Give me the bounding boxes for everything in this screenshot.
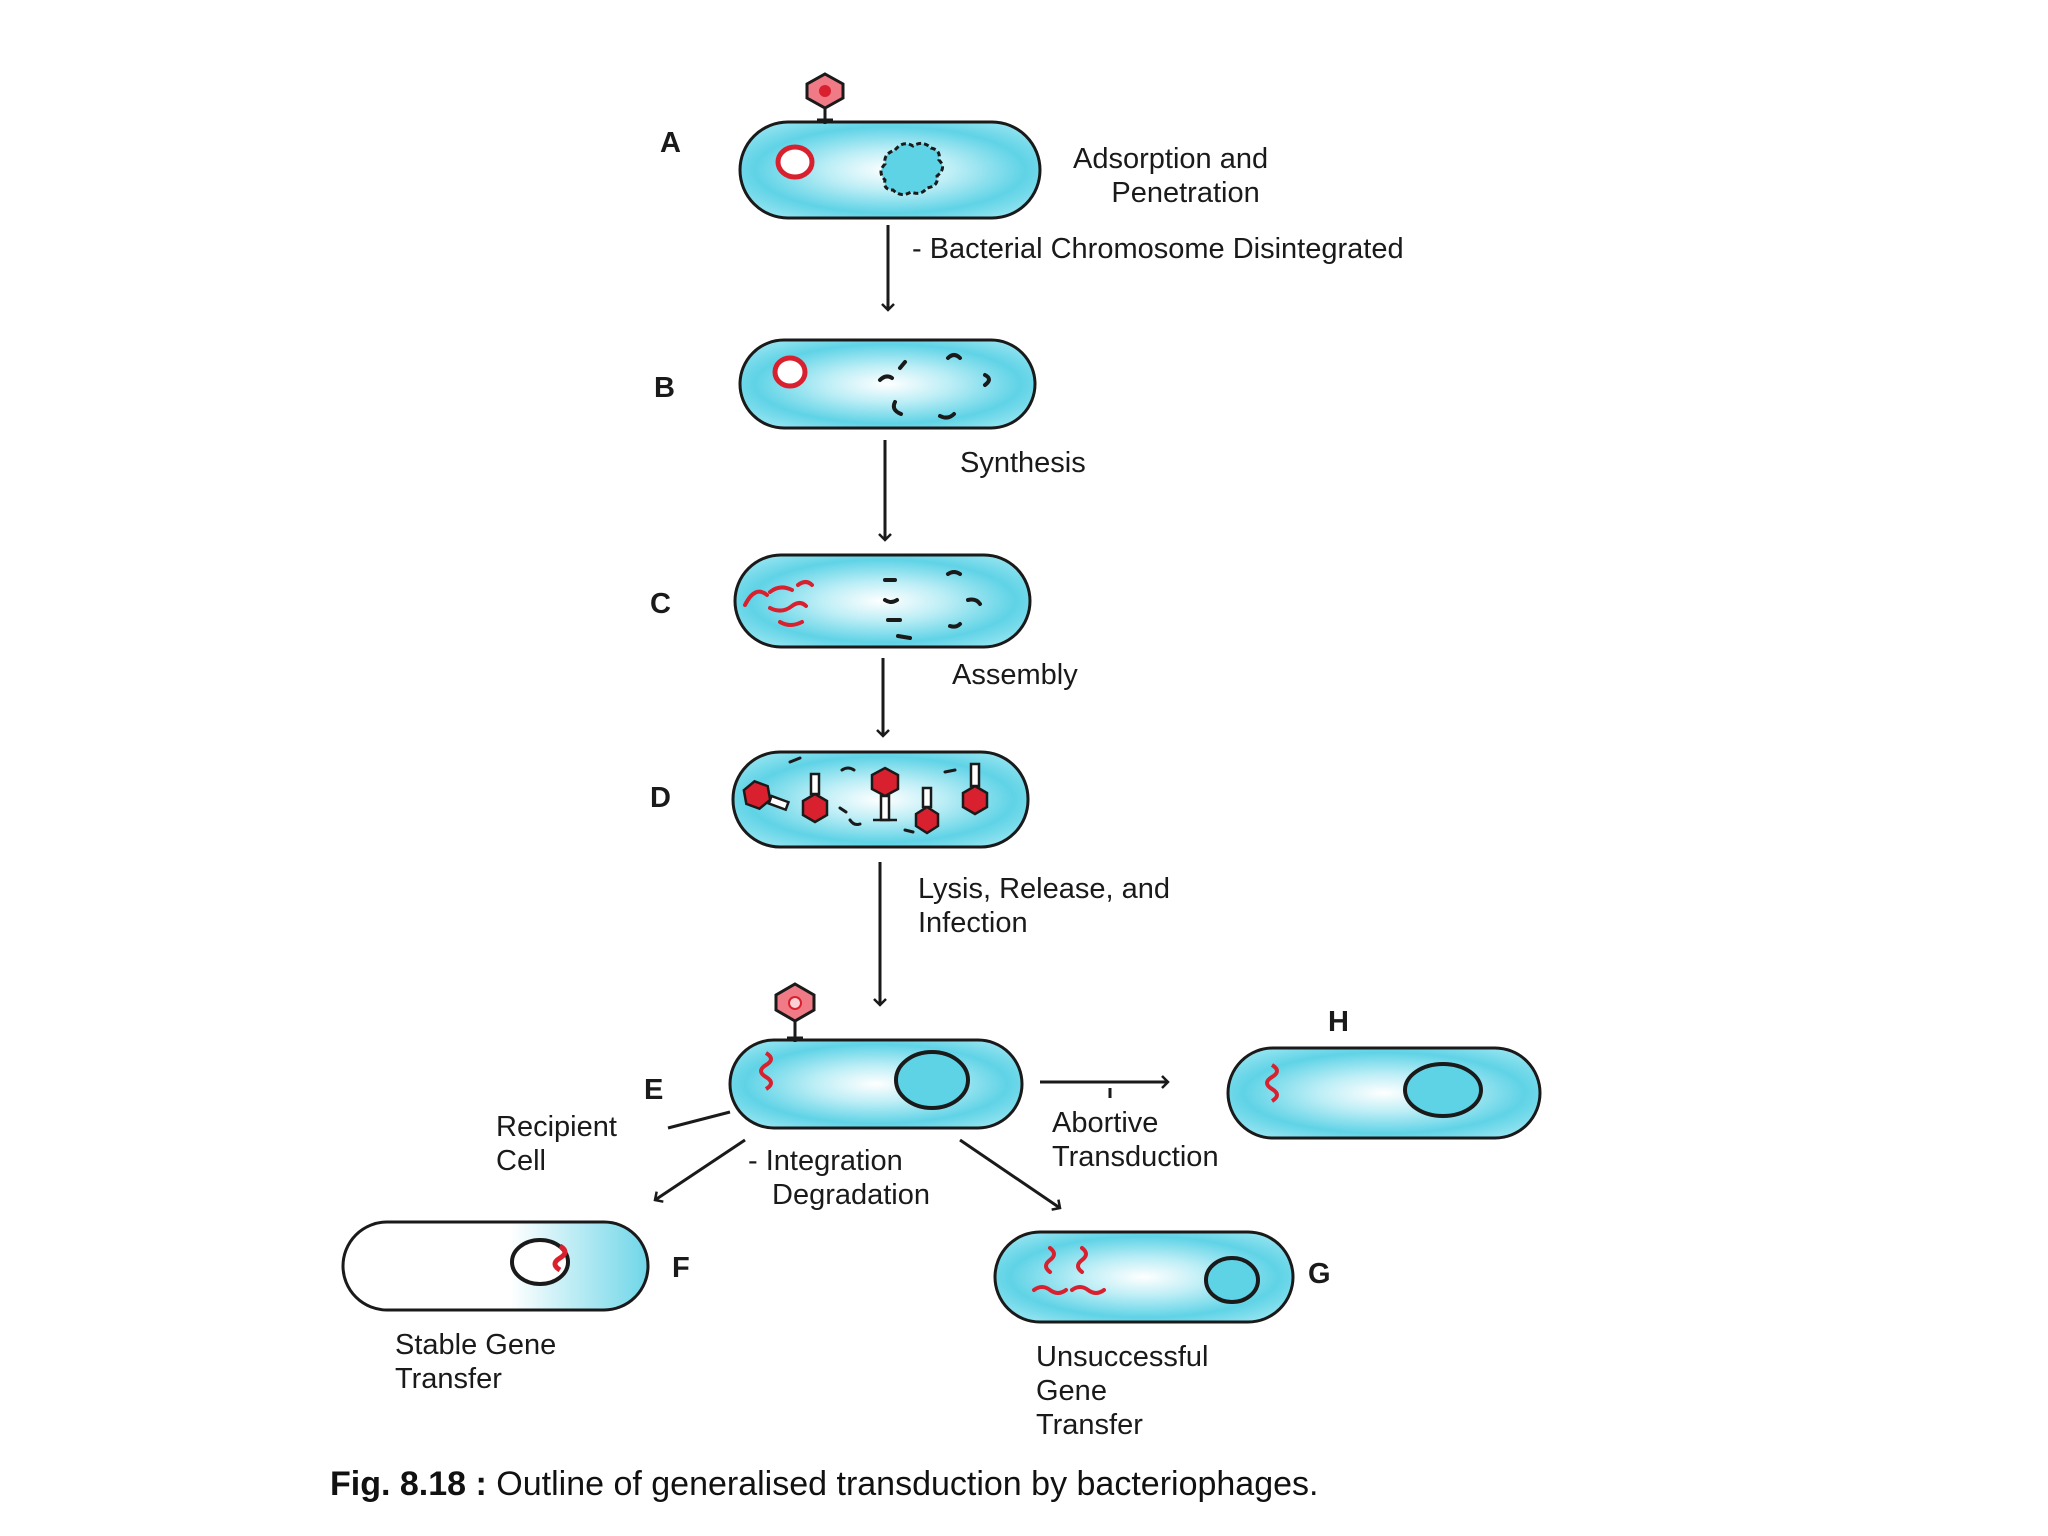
cell-f — [341, 1220, 650, 1312]
cell-e — [728, 1038, 1024, 1130]
cell-h — [1226, 1046, 1542, 1140]
stage-label-a: A — [660, 127, 681, 159]
stage-label-h: H — [1328, 1006, 1349, 1038]
figure-number: Fig. 8.18 : — [330, 1465, 487, 1503]
figure-caption: Fig. 8.18 : Outline of generalised trans… — [330, 1465, 1318, 1504]
stage-label-f: F — [672, 1252, 690, 1284]
stage-label-b: B — [654, 372, 675, 404]
label-recipient-cell: Recipient Cell — [496, 1111, 617, 1177]
caption-text: Outline of generalised transduction by b… — [496, 1465, 1319, 1503]
cell-d — [731, 750, 1030, 849]
phage-e — [774, 982, 816, 1042]
recipient-pointer — [667, 1110, 731, 1130]
label-adsorption: Adsorption and Penetration — [1073, 143, 1269, 209]
phage-a — [805, 72, 845, 124]
stage-label-e: E — [644, 1074, 664, 1106]
stage-label-g: G — [1308, 1258, 1331, 1290]
cell-a — [738, 120, 1042, 220]
cell-g — [993, 1230, 1295, 1324]
arrow-e-g — [959, 1138, 1062, 1211]
arrow-e-f — [653, 1138, 746, 1203]
label-assembly: Assembly — [952, 659, 1078, 691]
label-unsuccessful-gene-transfer: Unsuccessful Gene Transfer — [1036, 1341, 1209, 1441]
label-chromosome-disintegrated: - Bacterial Chromosome Disintegrated — [912, 233, 1404, 265]
label-synthesis: Synthesis — [960, 447, 1086, 479]
stage-label-c: C — [650, 588, 671, 620]
label-stable-gene-transfer: Stable Gene Transfer — [395, 1329, 557, 1395]
label-lysis-release: Lysis, Release, and Infection — [918, 873, 1171, 939]
stage-label-d: D — [650, 782, 671, 814]
label-abortive-transduction: Abortive Transduction — [1052, 1107, 1219, 1173]
progeny-phages — [742, 762, 989, 835]
cell-b — [738, 338, 1037, 430]
cell-c — [733, 553, 1032, 649]
label-integration-degradation: - Integration Degradation — [748, 1145, 930, 1211]
